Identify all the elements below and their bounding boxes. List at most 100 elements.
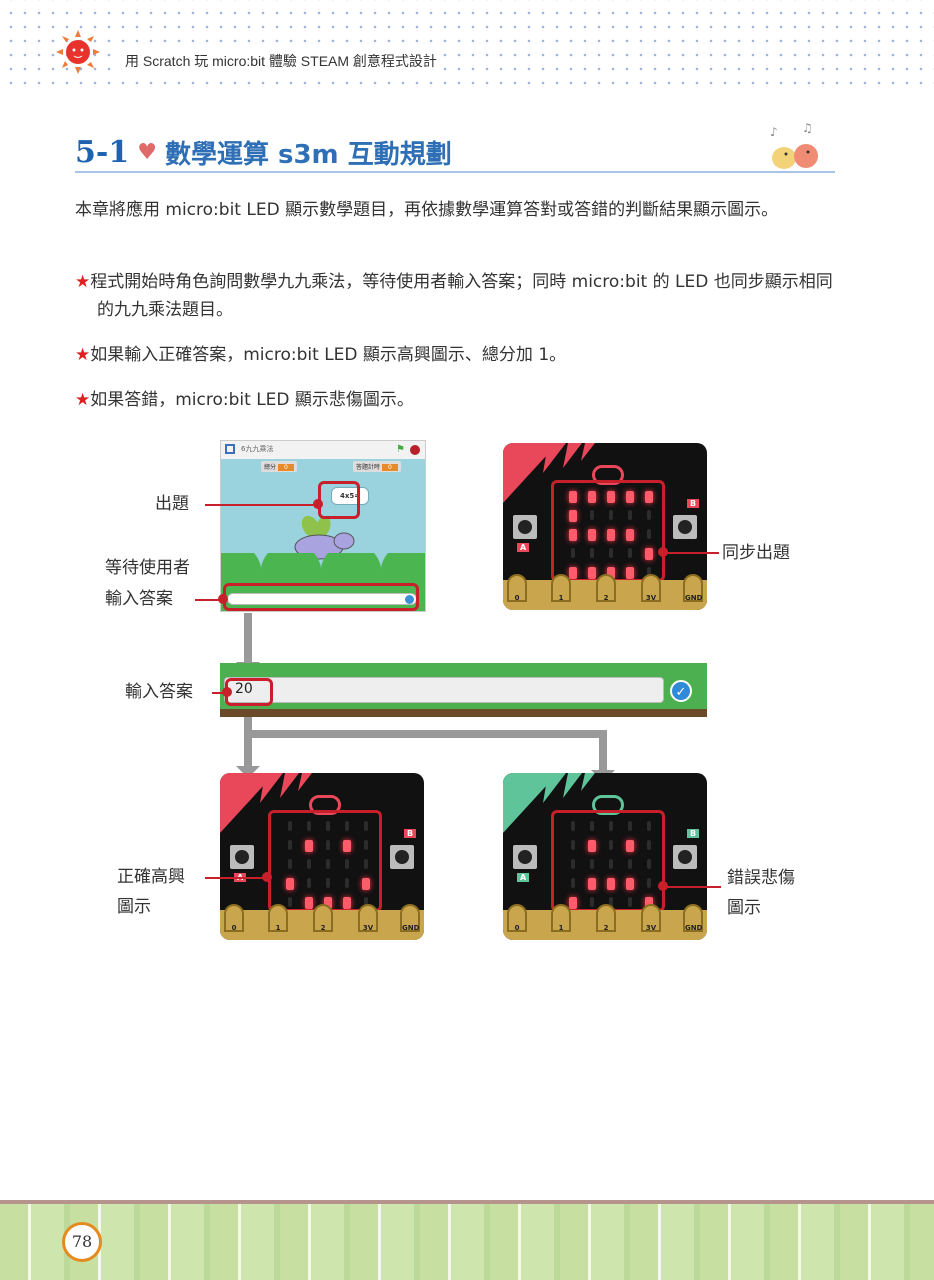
- corner-decoration: [220, 773, 312, 833]
- check-icon: [405, 595, 414, 604]
- led-on: [569, 529, 577, 541]
- led-on: [607, 529, 615, 541]
- led-on: [588, 491, 596, 503]
- pin-1: 1: [551, 574, 571, 602]
- pin-label: 0: [514, 594, 520, 602]
- flow-arrow: [599, 730, 607, 770]
- led-off: [326, 859, 330, 869]
- footer-band: [0, 1200, 934, 1280]
- callout-line: [663, 552, 719, 554]
- label-correct-2: 圖示: [117, 897, 151, 917]
- section-title-text: 數學運算 s3m 互動規劃: [164, 140, 452, 170]
- led-off: [571, 840, 575, 850]
- led-off: [590, 821, 594, 831]
- star-icon: ★: [75, 345, 91, 365]
- pin-3: 3V: [641, 574, 661, 602]
- callout-line: [205, 504, 319, 506]
- section-title: 5-1 ♥ 數學運算 s3m 互動規劃: [75, 134, 452, 171]
- label-sync: 同步出題: [722, 543, 790, 563]
- led-off: [326, 878, 330, 888]
- flow-arrow: [244, 613, 252, 663]
- led-on: [645, 897, 653, 909]
- timer-label: 答題計時: [356, 464, 381, 471]
- led-off: [571, 548, 575, 558]
- running-header: 用 Scratch 玩 micro:bit 體驗 STEAM 創意程式設計: [122, 51, 440, 71]
- led-off: [647, 821, 651, 831]
- led-off: [307, 821, 311, 831]
- star-icon: ★: [75, 390, 91, 410]
- bullet-text: 程式開始時角色詢問數學九九乘法，等待使用者輸入答案；同時 micro:bit 的…: [90, 272, 833, 320]
- led-off: [647, 529, 651, 539]
- led-off: [345, 859, 349, 869]
- led-off: [345, 821, 349, 831]
- led-off: [609, 897, 613, 907]
- button-b-label: B: [404, 829, 417, 838]
- timer-monitor: 答題計時 0: [353, 461, 401, 472]
- stop-icon: [410, 445, 420, 455]
- button-a[interactable]: [513, 845, 537, 869]
- bullet-text: 如果輸入正確答案，micro:bit LED 顯示高興圖示、總分加 1。: [90, 345, 567, 365]
- pin-1: 1: [268, 904, 288, 932]
- callout-dot: [313, 499, 323, 509]
- button-a[interactable]: [230, 845, 254, 869]
- led-off: [571, 859, 575, 869]
- svg-text:♫: ♫: [802, 121, 813, 135]
- button-b[interactable]: [673, 845, 697, 869]
- led-on: [607, 491, 615, 503]
- pin-label: GND: [685, 594, 703, 602]
- led-on: [607, 567, 615, 579]
- led-off: [307, 859, 311, 869]
- pin-0: 0: [224, 904, 244, 932]
- stage-titlebar: 6九九乘法 ⚑: [221, 441, 425, 459]
- score-value: 0: [277, 464, 294, 471]
- score-label: 總分: [264, 464, 277, 471]
- heart-icon: ♥: [137, 140, 157, 165]
- pin-2: 2: [596, 574, 616, 602]
- button-a[interactable]: [513, 515, 537, 539]
- label-wrong-2: 圖示: [727, 898, 761, 918]
- callout-dot: [222, 687, 232, 697]
- button-b-label: B: [687, 499, 700, 508]
- led-on: [626, 840, 634, 852]
- pin-label: 1: [558, 924, 564, 932]
- led-on: [569, 491, 577, 503]
- submit-check-icon[interactable]: ✓: [670, 680, 692, 702]
- led-on: [626, 878, 634, 890]
- led-off: [288, 897, 292, 907]
- bullet-text: 如果答錯，micro:bit LED 顯示悲傷圖示。: [90, 390, 414, 410]
- led-off: [647, 567, 651, 577]
- answer-input[interactable]: 20: [224, 677, 664, 703]
- led-off: [647, 859, 651, 869]
- led-off: [288, 859, 292, 869]
- led-off: [647, 878, 651, 888]
- led-on: [626, 529, 634, 541]
- green-flag-icon: ⚑: [396, 444, 405, 455]
- pin-label: 3V: [645, 924, 657, 932]
- led-on: [588, 529, 596, 541]
- led-off: [364, 897, 368, 907]
- label-wait-2: 輸入答案: [105, 589, 173, 609]
- led-off: [628, 548, 632, 558]
- callout-line: [212, 692, 228, 694]
- page-number: 78: [62, 1222, 102, 1262]
- led-off: [288, 821, 292, 831]
- led-off: [628, 897, 632, 907]
- pin-label: 1: [275, 924, 281, 932]
- pin-1: 1: [551, 904, 571, 932]
- led-on: [588, 567, 596, 579]
- button-b[interactable]: [673, 515, 697, 539]
- callout-dot: [218, 594, 228, 604]
- pin-4: GND: [683, 574, 703, 602]
- button-b[interactable]: [390, 845, 414, 869]
- pin-label: 0: [231, 924, 237, 932]
- led-on: [305, 897, 313, 909]
- led-on: [626, 491, 634, 503]
- led-on: [343, 840, 351, 852]
- led-on: [343, 897, 351, 909]
- pin-0: 0: [507, 904, 527, 932]
- microbit-logo: [592, 795, 624, 815]
- led-on: [588, 840, 596, 852]
- pin-4: GND: [683, 904, 703, 932]
